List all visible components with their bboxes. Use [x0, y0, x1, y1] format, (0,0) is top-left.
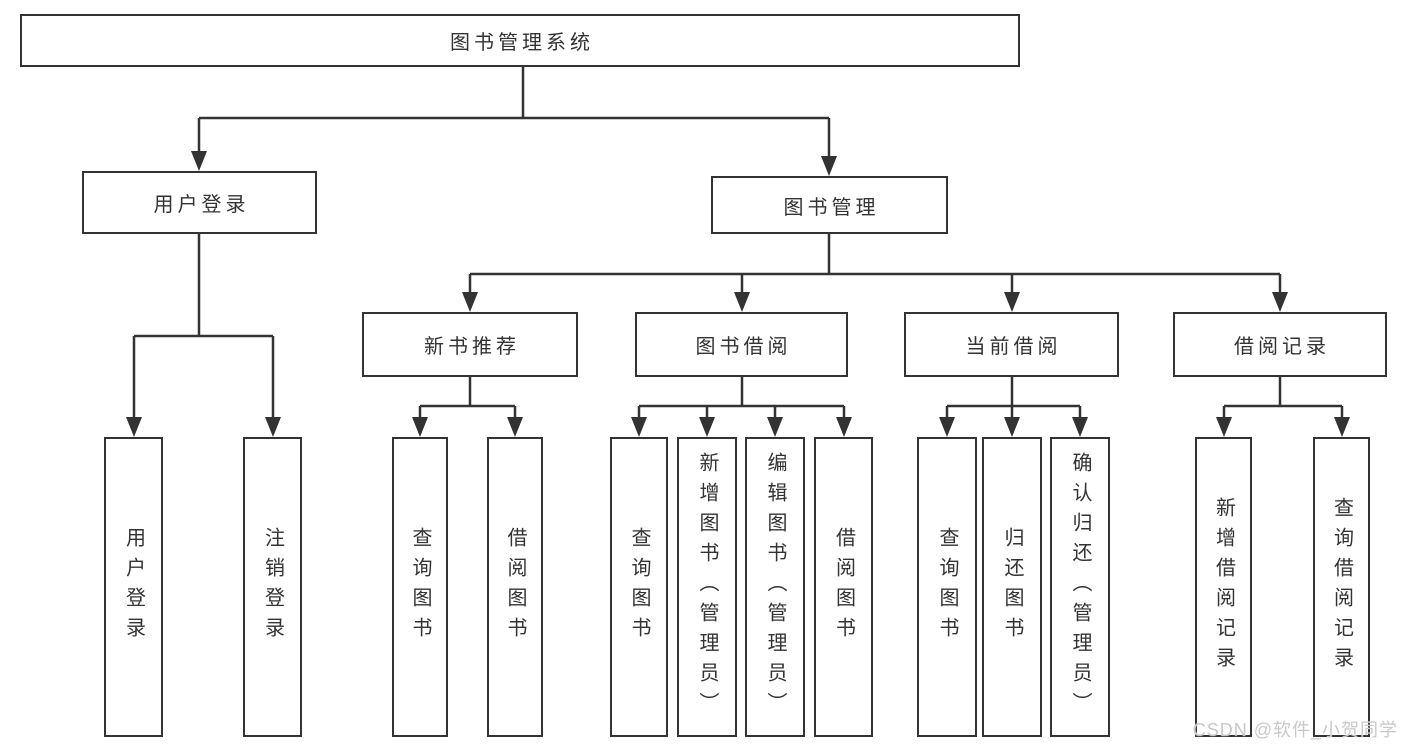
node-root-label: 图书管理系统	[450, 32, 594, 54]
leaf-user-login: 用户登录	[104, 437, 163, 737]
leaf-query-borrow-record: 查询借阅记录	[1313, 437, 1370, 737]
leaf-borrow-books: 借阅图书	[814, 437, 873, 737]
leaf-newbook-query-books-label: 查询图书	[409, 527, 431, 647]
node-book-borrow: 图书借阅	[635, 312, 848, 377]
leaf-add-borrow-record: 新增借阅记录	[1195, 437, 1252, 737]
node-borrow-record-label: 借阅记录	[1234, 336, 1330, 358]
leaf-borrow-books-label: 借阅图书	[832, 527, 855, 647]
leaf-add-borrow-record-label: 新增借阅记录	[1212, 497, 1235, 677]
node-new-book-recommend: 新书推荐	[362, 312, 578, 377]
leaf-borrow-query-books: 查询图书	[610, 437, 668, 737]
leaf-query-borrow-record-label: 查询借阅记录	[1330, 497, 1353, 677]
leaf-edit-books-admin-label: 编辑图书（管理员）	[764, 452, 786, 722]
arrowheads	[126, 151, 1350, 437]
node-new-book-recommend-label: 新书推荐	[424, 336, 520, 358]
leaf-borrow-query-books-label: 查询图书	[628, 527, 650, 647]
leaf-add-books-admin-label: 新增图书（管理员）	[696, 452, 718, 722]
leaf-user-login-label: 用户登录	[122, 527, 145, 647]
leaf-confirm-return-admin: 确认归还（管理员）	[1050, 437, 1110, 737]
node-root: 图书管理系统	[20, 14, 1020, 67]
node-book-management-label: 图书管理	[783, 196, 880, 219]
leaf-logout-label: 注销登录	[261, 527, 284, 647]
leaf-return-books: 归还图书	[982, 437, 1042, 737]
node-book-borrow-label: 图书借阅	[695, 336, 792, 358]
node-current-borrow: 当前借阅	[904, 312, 1119, 377]
node-borrow-record: 借阅记录	[1173, 312, 1387, 377]
leaf-newbook-query-books: 查询图书	[392, 437, 448, 737]
leaf-return-books-label: 归还图书	[1001, 527, 1023, 647]
watermark: CSDN @软件_小贺同学	[1192, 720, 1398, 740]
leaf-edit-books-admin: 编辑图书（管理员）	[745, 437, 805, 737]
leaf-add-books-admin: 新增图书（管理员）	[677, 437, 737, 737]
leaf-newbook-borrow-books: 借阅图书	[487, 437, 543, 737]
node-book-management: 图书管理	[711, 176, 948, 234]
leaf-logout: 注销登录	[243, 437, 302, 737]
node-user-login: 用户登录	[82, 171, 317, 234]
leaf-current-query-books-label: 查询图书	[936, 527, 958, 647]
node-user-login-label: 用户登录	[153, 194, 250, 216]
leaf-confirm-return-admin-label: 确认归还（管理员）	[1069, 452, 1091, 722]
node-current-borrow-label: 当前借阅	[965, 336, 1062, 358]
leaf-current-query-books: 查询图书	[917, 437, 977, 737]
leaf-newbook-borrow-books-label: 借阅图书	[504, 527, 526, 647]
